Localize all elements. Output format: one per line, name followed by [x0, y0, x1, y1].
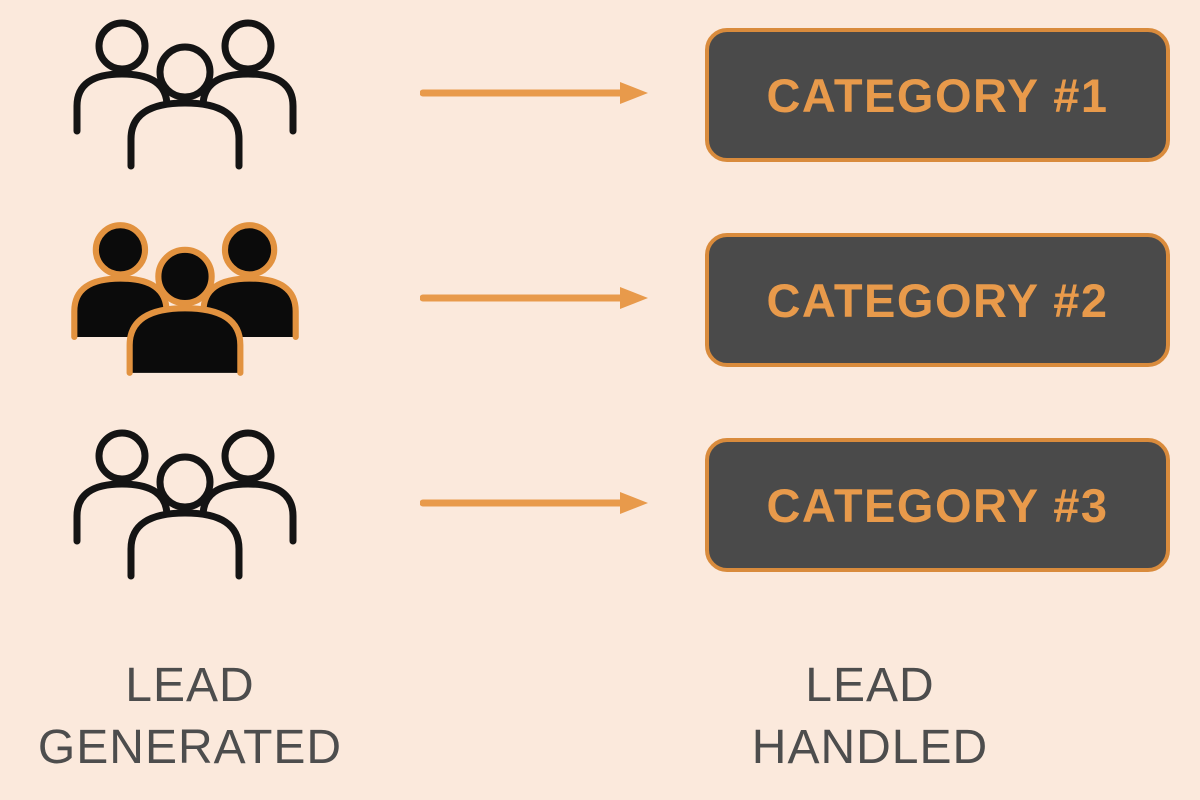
category-cell: CATEGORY #3 — [650, 438, 1200, 572]
arrow-cell — [370, 80, 650, 111]
category-label: CATEGORY #2 — [766, 273, 1109, 327]
right-arrow-icon — [419, 490, 650, 521]
lead-handled-label: LEAD HANDLED — [751, 659, 989, 775]
arrow-cell — [370, 285, 650, 316]
category-box-1: CATEGORY #1 — [705, 28, 1170, 162]
right-arrow-icon — [419, 80, 650, 111]
group-outline-icon — [65, 13, 305, 178]
category-cell: CATEGORY #2 — [650, 233, 1200, 367]
lead-group-cell — [0, 216, 370, 385]
diagram-row-1: CATEGORY #1 — [0, 10, 1200, 180]
group-filled-icon — [62, 216, 308, 385]
category-cell: CATEGORY #1 — [650, 28, 1200, 162]
lead-group-cell — [0, 423, 370, 588]
diagram-row-3: CATEGORY #3 — [0, 420, 1200, 590]
lead-group-cell — [0, 13, 370, 178]
arrow-cell — [370, 490, 650, 521]
category-label: CATEGORY #1 — [766, 68, 1109, 122]
category-box-3: CATEGORY #3 — [705, 438, 1170, 572]
diagram-row-2: CATEGORY #2 — [0, 215, 1200, 385]
right-arrow-icon — [419, 285, 650, 316]
lead-generated-label: LEAD GENERATED — [37, 659, 343, 775]
group-outline-icon — [65, 423, 305, 588]
category-box-2: CATEGORY #2 — [705, 233, 1170, 367]
category-label: CATEGORY #3 — [766, 478, 1109, 532]
